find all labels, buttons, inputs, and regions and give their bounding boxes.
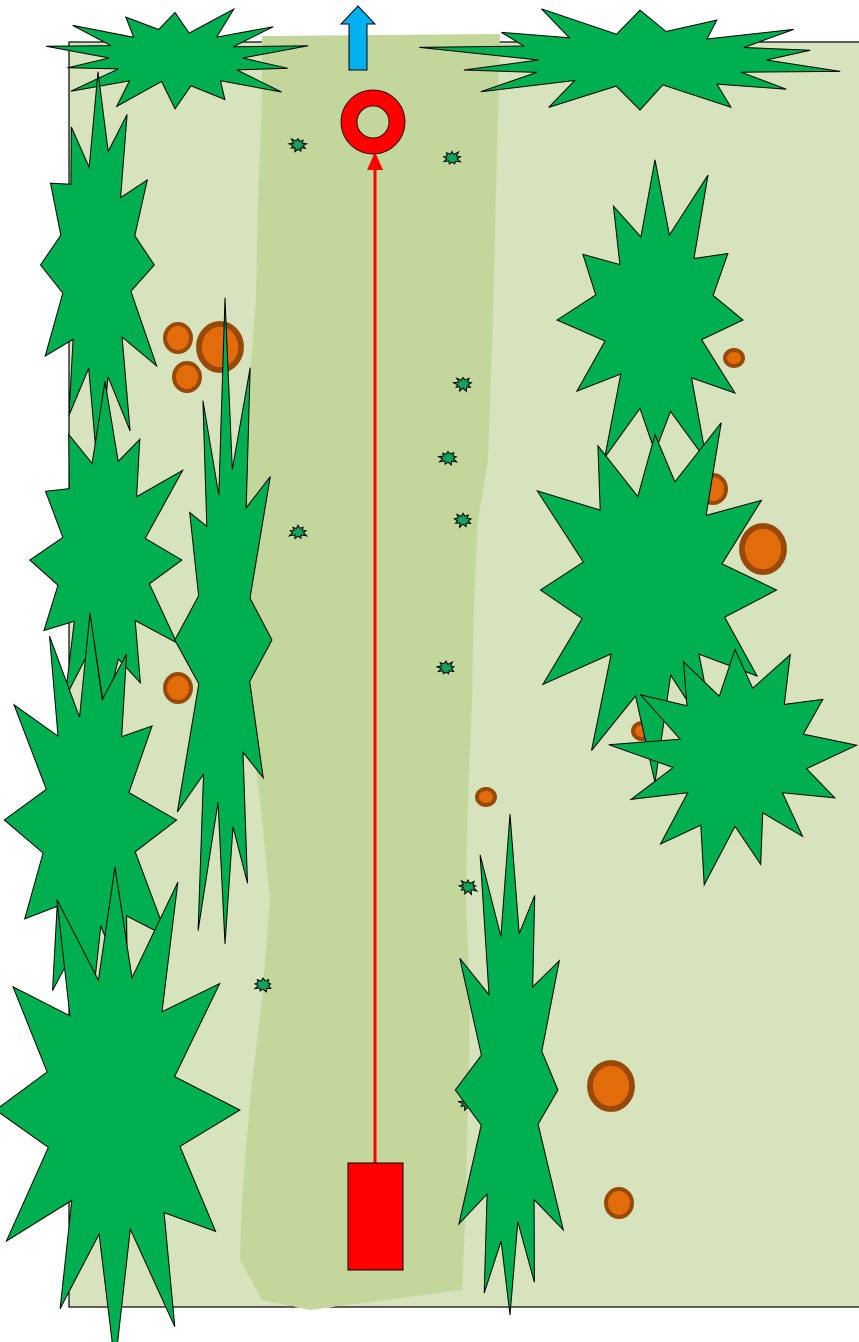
tee-box [348,1163,403,1270]
fairway-strip [240,34,500,1310]
rock-icon [725,350,743,366]
rock-icon [606,1189,632,1217]
rock-icon [590,1063,632,1109]
rock-icon [199,324,241,370]
rock-icon [477,789,495,805]
rock-icon [742,526,784,572]
rock-icon [174,363,200,391]
rock-icon [165,674,191,702]
rock-icon [165,324,191,352]
